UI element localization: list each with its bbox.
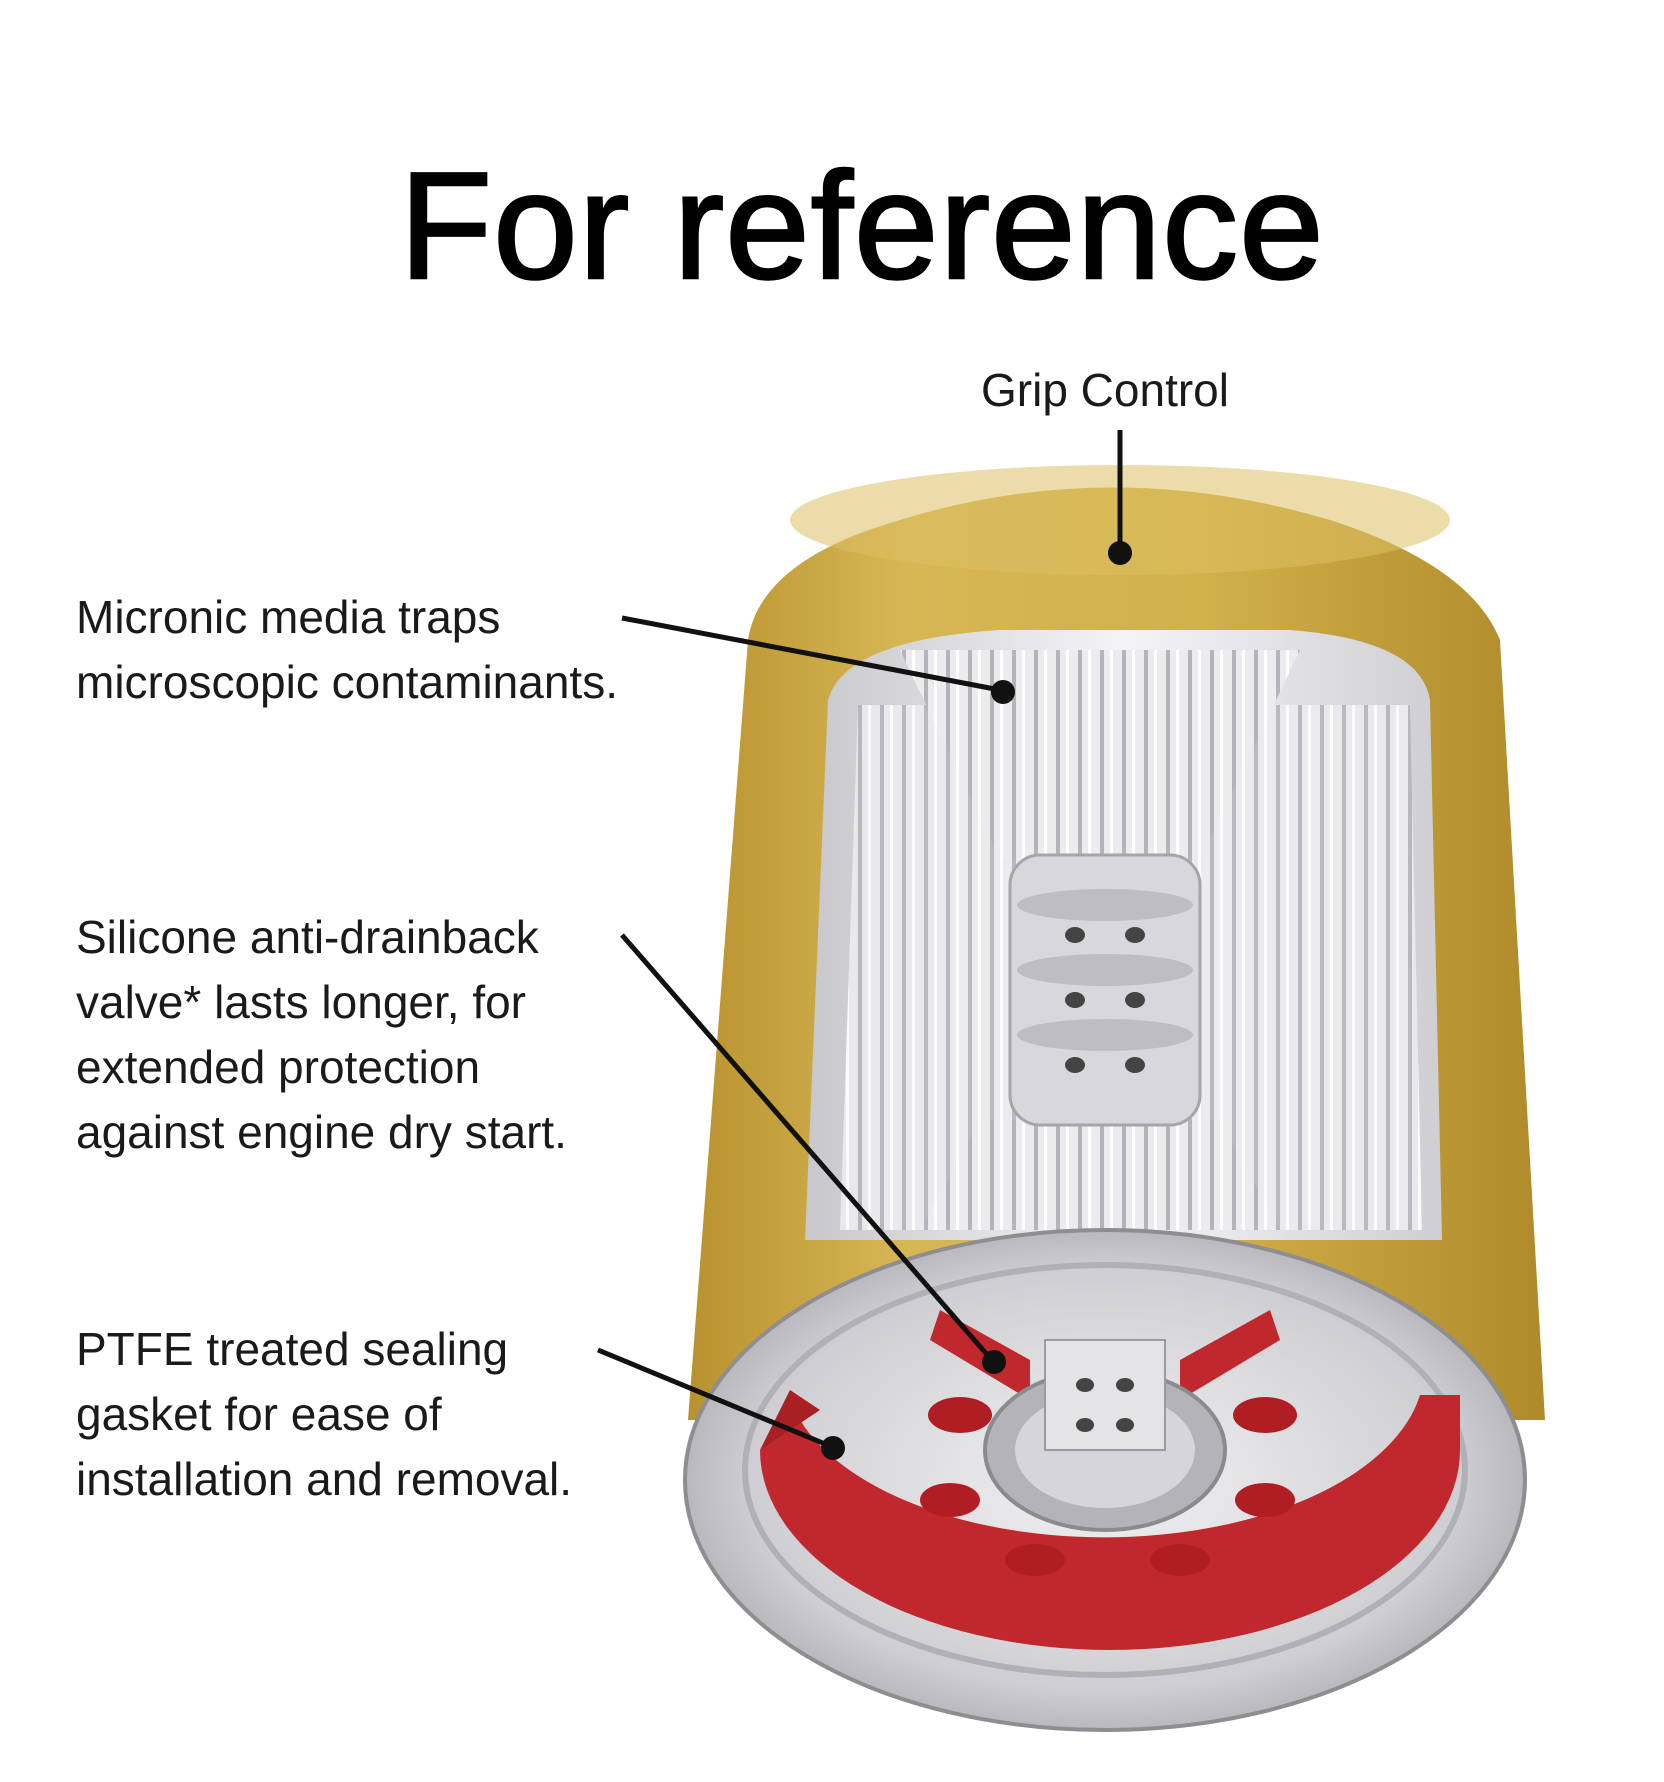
callout-grip-control: Grip Control [981, 358, 1229, 423]
callout-line: against engine dry start. [76, 1106, 567, 1158]
callout-line: gasket for ease of [76, 1388, 442, 1440]
callout-line: Silicone anti-drainback [76, 911, 539, 963]
page-title: For reference [398, 140, 1325, 311]
callout-ptfe-gasket: PTFE treated sealing gasket for ease of … [76, 1317, 572, 1512]
leader-silicone [620, 933, 992, 1360]
leader-dots [821, 541, 1132, 1460]
leader-micronic [621, 615, 1001, 693]
callout-line: valve* lasts longer, for [76, 976, 527, 1028]
leader-lines [597, 430, 1123, 1449]
callout-line: Micronic media traps [76, 591, 501, 643]
callout-micronic-media: Micronic media traps microscopic contami… [76, 585, 618, 715]
inlet-holes [920, 1397, 1297, 1576]
leader-dot-micronic [991, 680, 1015, 704]
callout-silicone-valve: Silicone anti-drainback valve* lasts lon… [76, 905, 567, 1165]
threaded-center-hole [983, 1339, 1227, 1532]
callout-line: microscopic contaminants. [76, 656, 618, 708]
callout-line: extended protection [76, 1041, 481, 1093]
callout-line: Grip Control [981, 364, 1229, 416]
callout-line: installation and removal. [76, 1453, 573, 1505]
sealing-gasket [760, 1390, 1460, 1650]
leader-dot-grip [1108, 541, 1132, 565]
leader-dot-ptfe [821, 1436, 845, 1460]
leader-ptfe [597, 1347, 831, 1449]
anti-drainback-valve [930, 1310, 1280, 1400]
callout-line: PTFE treated sealing [76, 1323, 509, 1375]
center-tube [1008, 853, 1202, 1127]
leader-dot-silicone [982, 1350, 1006, 1374]
